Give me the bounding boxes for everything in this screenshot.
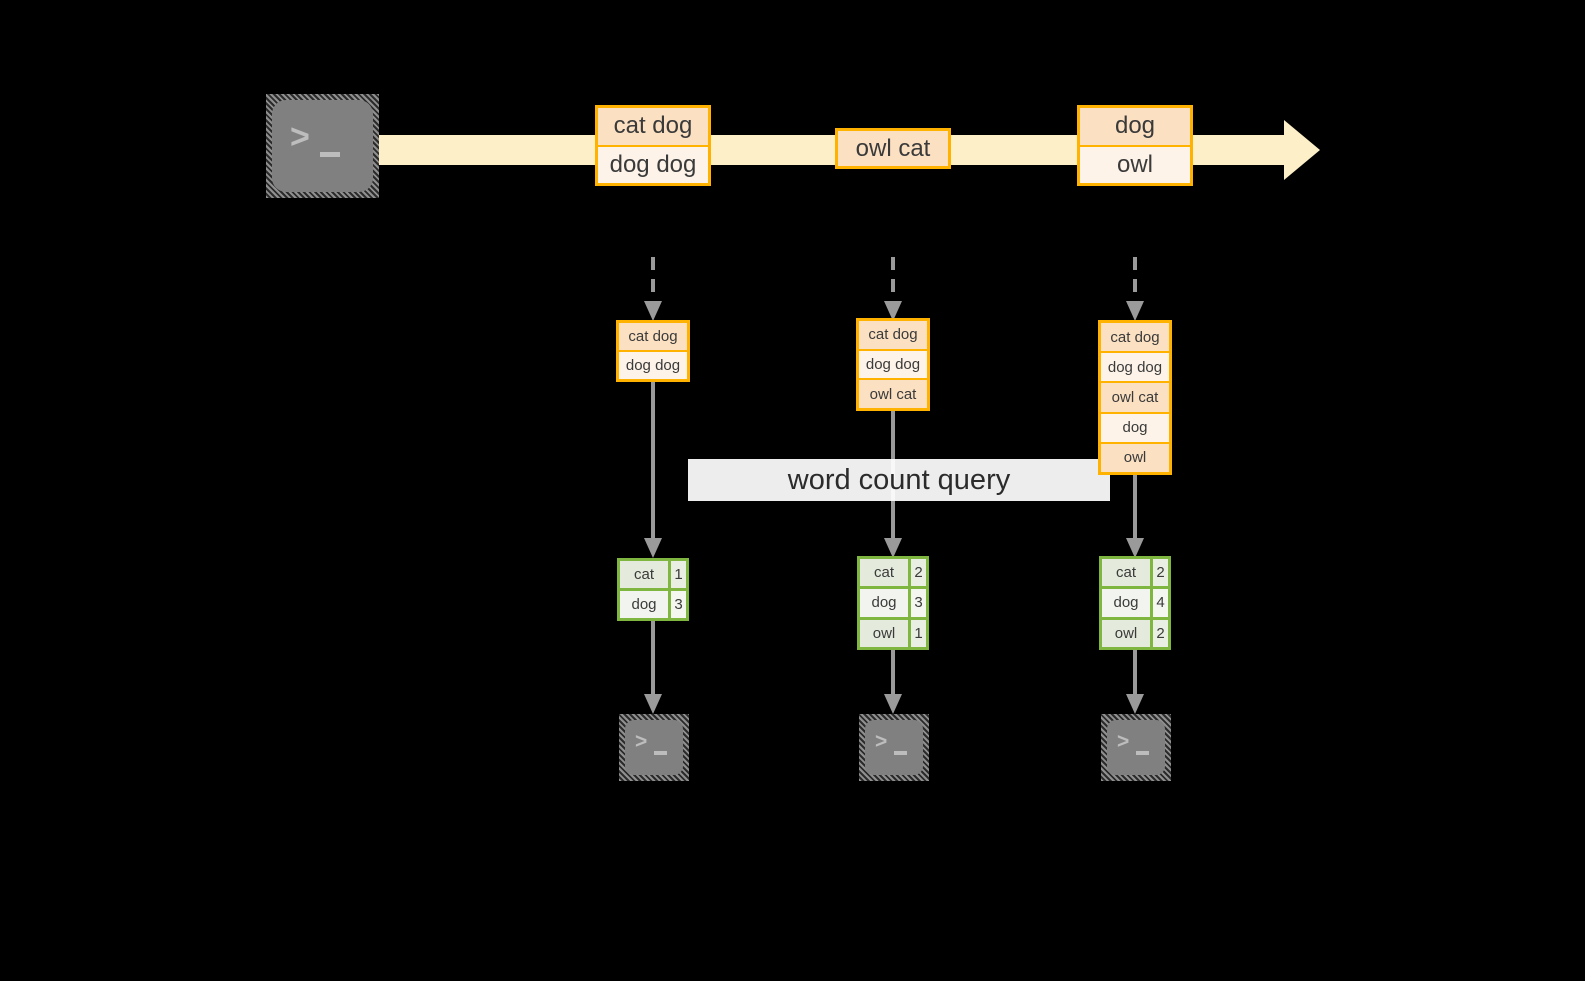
- result-1-word-2: dog: [620, 591, 668, 618]
- connector-line: [891, 650, 895, 694]
- result-3-count-3: 2: [1150, 619, 1168, 647]
- connector-line: [651, 257, 655, 301]
- query-banner-label: word count query: [787, 463, 1011, 496]
- stream-batch-2-line-1: owl cat: [838, 131, 948, 166]
- accumulated-state-2-line-3: owl cat: [859, 378, 927, 409]
- connector-arrowhead: [644, 694, 662, 714]
- accumulated-state-3-line-2: dog dog: [1101, 351, 1169, 382]
- accumulated-state-3-line-1: cat dog: [1101, 323, 1169, 352]
- result-2-word-3: owl: [860, 619, 908, 647]
- connector-line: [1133, 650, 1137, 694]
- sink-terminal-1-screen: >: [625, 720, 683, 775]
- table-row: cat 2: [860, 559, 926, 587]
- result-1-count-1: 1: [668, 561, 686, 588]
- stream-batch-2[interactable]: owl cat: [835, 128, 951, 169]
- table-row: cat 1: [620, 561, 686, 588]
- sink-terminal-3-screen: >: [1107, 720, 1165, 775]
- connector-arrowhead: [884, 301, 902, 321]
- result-2-word-1: cat: [860, 559, 908, 587]
- accumulated-state-3-line-4: dog: [1101, 411, 1169, 442]
- result-2-word-2: dog: [860, 589, 908, 617]
- table-row: dog 3: [620, 588, 686, 618]
- connector-arrowhead: [1126, 301, 1144, 321]
- table-row: cat 2: [1102, 559, 1168, 587]
- result-3-count-2: 4: [1150, 589, 1168, 617]
- result-3-word-2: dog: [1102, 589, 1150, 617]
- sink-terminal-1[interactable]: >: [619, 714, 689, 781]
- table-row: dog 4: [1102, 586, 1168, 617]
- accumulated-state-3-line-5: owl: [1101, 441, 1169, 473]
- connector-arrowhead: [884, 538, 902, 558]
- table-row: owl 2: [1102, 616, 1168, 647]
- sink-terminal-2-cursor: [894, 751, 907, 755]
- connector-line: [651, 382, 655, 538]
- table-row: dog 3: [860, 586, 926, 617]
- accumulated-state-2-line-1: cat dog: [859, 321, 927, 349]
- result-2-count-2: 3: [908, 589, 926, 617]
- result-1-count-2: 3: [668, 591, 686, 618]
- source-terminal-icon[interactable]: >: [266, 94, 379, 198]
- stream-batch-3-line-2: owl: [1080, 144, 1190, 183]
- sink-terminal-2-screen: >: [865, 720, 923, 775]
- connector-line: [651, 621, 655, 694]
- result-3-count-1: 2: [1150, 559, 1168, 587]
- sink-terminal-1-cursor: [654, 751, 667, 755]
- source-terminal-prompt: >: [290, 118, 310, 156]
- sink-terminal-3[interactable]: >: [1101, 714, 1171, 781]
- result-3-word-1: cat: [1102, 559, 1150, 587]
- sink-terminal-2[interactable]: >: [859, 714, 929, 781]
- accumulated-state-3-line-3: owl cat: [1101, 381, 1169, 412]
- result-table-1[interactable]: cat 1 dog 3: [617, 558, 689, 621]
- source-terminal-screen: >: [272, 100, 373, 192]
- result-3-word-3: owl: [1102, 619, 1150, 647]
- connector-line: [1133, 257, 1137, 301]
- stream-batch-3[interactable]: dog owl: [1077, 105, 1193, 186]
- accumulated-state-2[interactable]: cat dog dog dog owl cat: [856, 318, 930, 411]
- result-1-word-1: cat: [620, 561, 668, 588]
- result-table-3[interactable]: cat 2 dog 4 owl 2: [1099, 556, 1171, 650]
- accumulated-state-1[interactable]: cat dog dog dog: [616, 320, 690, 382]
- connector-line: [1133, 475, 1137, 538]
- result-2-count-3: 1: [908, 619, 926, 647]
- accumulated-state-2-line-2: dog dog: [859, 348, 927, 379]
- sink-terminal-1-prompt: >: [635, 730, 648, 753]
- sink-terminal-3-cursor: [1136, 751, 1149, 755]
- sink-terminal-2-prompt: >: [875, 730, 888, 753]
- source-terminal-cursor: [320, 152, 340, 157]
- connector-arrowhead: [1126, 538, 1144, 558]
- stream-batch-3-line-1: dog: [1080, 108, 1190, 145]
- input-stream-arrow-head: [1284, 120, 1320, 180]
- stream-batch-1-line-1: cat dog: [598, 108, 708, 145]
- accumulated-state-1-line-2: dog dog: [619, 350, 687, 379]
- stream-batch-1[interactable]: cat dog dog dog: [595, 105, 711, 186]
- connector-arrowhead: [1126, 694, 1144, 714]
- accumulated-state-1-line-1: cat dog: [619, 323, 687, 350]
- connector-arrowhead: [644, 538, 662, 558]
- table-row: owl 1: [860, 616, 926, 647]
- connector-arrowhead: [644, 301, 662, 321]
- query-banner: word count query: [688, 459, 1110, 501]
- result-2-count-1: 2: [908, 559, 926, 587]
- stream-batch-1-line-2: dog dog: [598, 144, 708, 183]
- accumulated-state-3[interactable]: cat dog dog dog owl cat dog owl: [1098, 320, 1172, 475]
- result-table-2[interactable]: cat 2 dog 3 owl 1: [857, 556, 929, 650]
- connector-line: [891, 257, 895, 301]
- connector-arrowhead: [884, 694, 902, 714]
- sink-terminal-3-prompt: >: [1117, 730, 1130, 753]
